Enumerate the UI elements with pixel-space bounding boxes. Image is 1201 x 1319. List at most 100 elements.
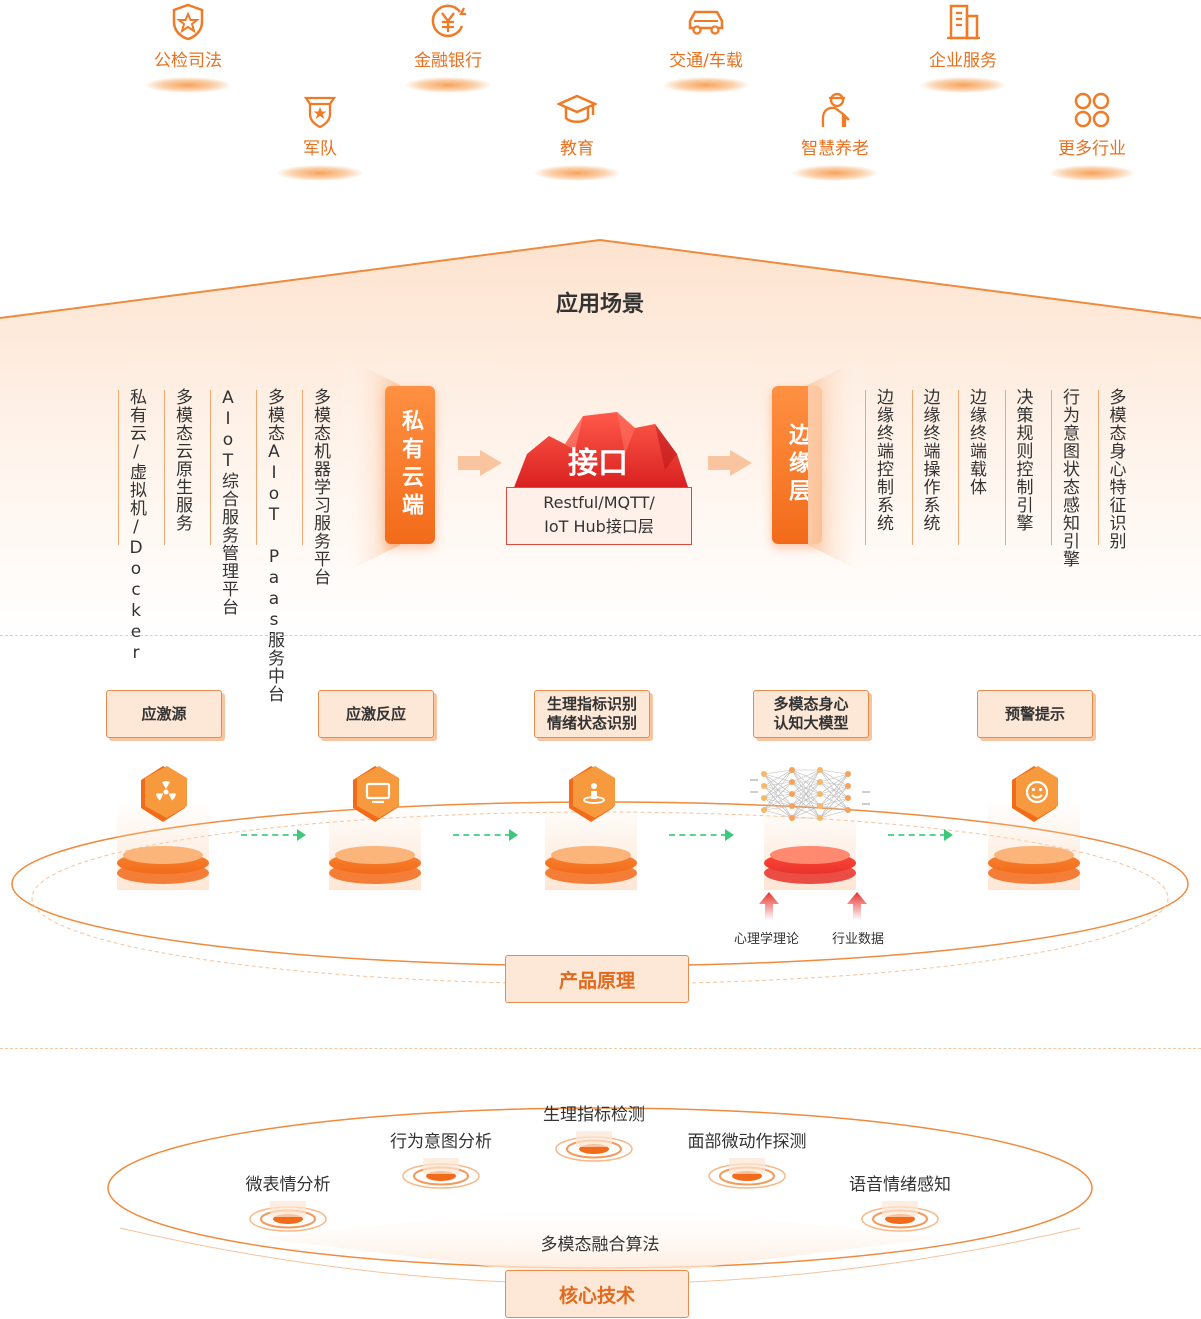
flow-arrow-icon	[453, 829, 518, 841]
core-tech-label: 行为意图分析	[390, 1132, 492, 1152]
core-tech-item: 微表情分析	[218, 1170, 358, 1232]
industry-item[interactable]: 教育	[522, 90, 632, 181]
monitor-icon	[341, 760, 409, 832]
flow-arrow-icon	[241, 829, 306, 841]
neural-network-icon	[750, 762, 870, 836]
smiley-icon	[1000, 760, 1068, 832]
vertical-item: 多模态AIoT Paas服务中台	[264, 388, 284, 703]
application-title: 应用场景	[555, 292, 644, 317]
vertical-item: 决策规则控制引擎	[1012, 388, 1033, 532]
core-tech-item: 生理指标检测	[524, 1100, 664, 1162]
industry-pedestal	[405, 77, 491, 93]
industry-item[interactable]: 金融银行	[393, 2, 503, 93]
core-tech-label: 生理指标检测	[543, 1105, 645, 1125]
private-cloud-pill: 私有云端	[385, 386, 435, 544]
office-building-icon	[943, 2, 983, 42]
fusion-algorithm-label: 多模态融合算法	[540, 1235, 660, 1255]
column-divider	[256, 390, 257, 545]
section-divider	[0, 1048, 1201, 1049]
car-icon	[686, 2, 726, 42]
interface-subtitle-line2: IoT Hub接口层	[544, 517, 654, 536]
vertical-item: 边缘终端载体	[966, 388, 986, 496]
industry-label: 公检司法	[154, 51, 222, 71]
model-input-label: 行业数据	[832, 932, 885, 947]
stage-label: 应激源	[106, 690, 222, 738]
vertical-item: 边缘终端操作系统	[919, 388, 940, 532]
product-principle-button[interactable]: 产品原理	[505, 955, 689, 1003]
core-tech-item: 语音情绪感知	[830, 1170, 970, 1232]
model-input-label: 心理学理论	[734, 932, 800, 947]
column-divider	[302, 390, 303, 545]
target-rings-icon	[401, 1158, 481, 1189]
right-arrow-icon	[708, 448, 754, 485]
pedestal-disc	[123, 846, 203, 864]
industry-pedestal	[1049, 165, 1135, 181]
vertical-item: 多模态机器学习服务平台	[310, 388, 330, 586]
right-arrow-icon	[458, 448, 504, 485]
industry-item[interactable]: 智慧养老	[780, 90, 890, 181]
industry-pedestal	[534, 165, 620, 181]
right-flare	[808, 355, 868, 575]
yuan-coin-icon	[428, 2, 468, 42]
target-rings-icon	[860, 1201, 940, 1232]
pedestal-disc	[770, 846, 850, 864]
core-tech-label: 面部微动作探测	[687, 1132, 807, 1152]
flow-arrow-icon	[888, 829, 953, 841]
stage-pedestal	[329, 800, 421, 890]
industry-pedestal	[277, 165, 363, 181]
column-divider	[1004, 390, 1006, 545]
target-rings-icon	[554, 1131, 634, 1162]
pedestal-disc	[551, 846, 631, 864]
stage-pedestal	[764, 800, 856, 890]
column-divider	[1051, 390, 1052, 545]
vertical-item: 行为意图状态感知引擎	[1059, 388, 1079, 568]
industry-pedestal	[145, 77, 231, 93]
graduation-cap-icon	[555, 90, 599, 130]
core-tech-button[interactable]: 核心技术	[505, 1270, 689, 1318]
person-scan-icon	[557, 760, 625, 832]
industry-label: 更多行业	[1058, 139, 1126, 159]
industry-label: 金融银行	[414, 51, 482, 71]
core-tech-item: 行为意图分析	[371, 1127, 511, 1189]
target-rings-icon	[248, 1201, 328, 1232]
industry-item[interactable]: 公检司法	[133, 2, 243, 93]
core-tech-label: 微表情分析	[245, 1175, 331, 1195]
stage-label: 预警提示	[977, 690, 1093, 738]
industry-pedestal	[920, 77, 1006, 93]
vertical-item: 私有云/虚拟机/Docker	[126, 388, 146, 664]
section-divider	[0, 635, 1201, 636]
industry-item[interactable]: 企业服务	[908, 2, 1018, 93]
column-divider	[911, 390, 913, 545]
column-divider	[210, 390, 211, 545]
stage-label: 应激反应	[318, 690, 434, 738]
industry-item[interactable]: 更多行业	[1037, 90, 1147, 181]
column-divider	[1097, 390, 1099, 545]
interface-crystal-icon	[513, 412, 689, 490]
industry-pedestal	[663, 77, 749, 93]
vertical-item: 边缘终端控制系统	[873, 388, 893, 532]
up-arrow-icon	[759, 892, 779, 924]
industry-item[interactable]: 军队	[265, 90, 375, 181]
stage-pedestal	[545, 800, 637, 890]
industry-label: 军队	[303, 139, 337, 159]
four-petal-grid-icon	[1072, 90, 1112, 130]
column-divider	[865, 390, 866, 545]
stage-label: 生理指标识别 情绪状态识别	[534, 690, 650, 738]
interface-subtitle-line1: Restful/MQTT/	[543, 493, 655, 512]
core-tech-label: 语音情绪感知	[849, 1175, 951, 1195]
industry-label: 交通/车载	[669, 51, 743, 71]
pedestal-disc	[335, 846, 415, 864]
interface-title: 接口	[568, 446, 628, 481]
vertical-item: 多模态云原生服务	[172, 388, 192, 532]
industry-pedestal	[792, 165, 878, 181]
radiation-icon	[129, 760, 197, 832]
flow-arrow-icon	[669, 829, 734, 841]
vertical-item: 多模态身心特征识别	[1105, 388, 1126, 550]
industry-label: 教育	[560, 139, 594, 159]
column-divider	[164, 390, 165, 545]
core-tech-item: 面部微动作探测	[677, 1127, 817, 1189]
industry-label: 智慧养老	[801, 139, 869, 159]
column-divider	[118, 390, 119, 545]
industry-item[interactable]: 交通/车载	[651, 2, 761, 93]
pedestal-disc	[994, 846, 1074, 864]
